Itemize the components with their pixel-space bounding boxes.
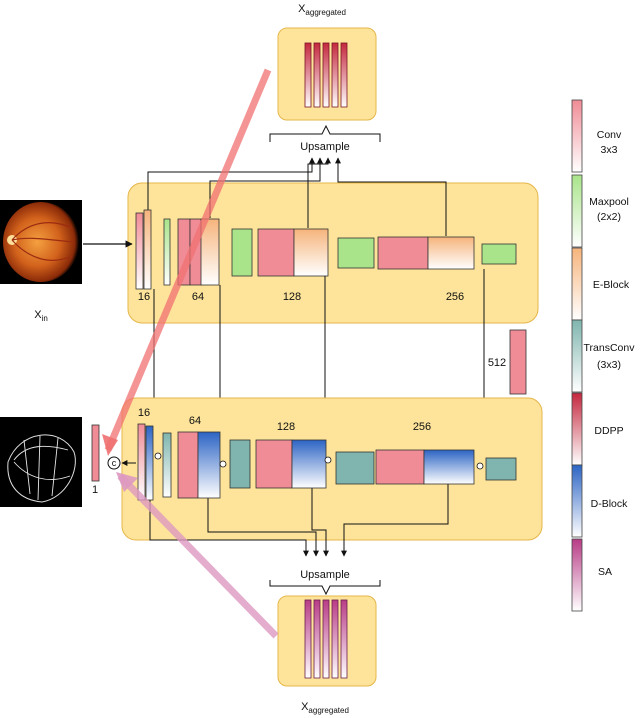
bottom-upsample-label: Upsample (300, 569, 350, 581)
legend-item-dblock: D-Block (571, 464, 629, 538)
concat-circle (107, 456, 121, 470)
encoder-eblock-16 (143, 209, 152, 290)
top-upsample-label: Upsample (300, 141, 350, 153)
legend-item-conv: Conv 3x3 (571, 99, 622, 173)
legend-label-sa: SA (598, 566, 612, 578)
encoder-channel-labels: 16 64 128 256 (138, 291, 464, 303)
top-aggregated-block: Xaggregated (277, 3, 377, 121)
legend-label-maxpool: Maxpool (589, 196, 629, 208)
legend-item-sa: SA (571, 538, 612, 612)
legend-sublabel-transconv: (3x3) (597, 359, 621, 371)
bottom-sa-stack (304, 599, 348, 679)
encoder-channel-16: 16 (138, 291, 150, 303)
decoder-dblock-16 (145, 425, 154, 501)
legend-swatch-conv (571, 99, 583, 173)
legend-item-ddpp: DDPP (571, 392, 624, 466)
decoder-conv-64 (177, 431, 199, 499)
encoder-channel-256: 256 (446, 291, 464, 303)
output-vessel-image (0, 417, 82, 507)
encoder-channel-128: 128 (283, 291, 301, 303)
decoder-dblock-128 (291, 439, 327, 489)
legend-swatch-transconv (571, 319, 583, 393)
legend-sublabel-conv: 3x3 (601, 144, 618, 156)
top-x-aggregated-label: Xaggregated (298, 3, 346, 17)
input-retina-image (0, 200, 82, 284)
aggregated-to-concat-arrows (102, 68, 279, 639)
decoder-conv-16a (137, 423, 146, 501)
decoder-transconv-1 (162, 432, 172, 498)
legend-label-transconv: TransConv (584, 342, 636, 354)
bottom-x-aggregated-label: Xaggregated (301, 701, 349, 715)
encoder-conv-256 (377, 236, 429, 270)
legend-swatch-dblock (571, 464, 583, 538)
concat-label: c (112, 458, 117, 468)
encoder-maxpool-4 (481, 243, 517, 265)
output-channel-label: 1 (92, 484, 98, 496)
legend-item-eblock: E-Block (571, 247, 630, 321)
bottom-aggregated-block: Xaggregated (277, 595, 377, 715)
decoder-transconv-3 (335, 451, 375, 485)
x-in-label: Xin (34, 309, 48, 323)
top-ddpp-stack (304, 42, 348, 108)
legend-sublabel-maxpool: (2x2) (597, 211, 621, 223)
decoder-conv-128 (255, 439, 293, 489)
decoder-dblock-64 (197, 431, 221, 499)
encoder-maxpool-1 (163, 218, 171, 286)
encoder-eblock-128 (293, 228, 329, 277)
encoder-conv-16a (135, 212, 144, 290)
legend-label-dblock: D-Block (591, 498, 629, 510)
legend-label-eblock: E-Block (593, 279, 630, 291)
bottom-upsample: Upsample (269, 569, 381, 596)
encoder-conv-128 (257, 228, 295, 277)
bottleneck-conv-512 (509, 329, 527, 395)
decoder-channel-64: 64 (189, 415, 201, 427)
decoder-transconv-4 (485, 457, 517, 481)
encoder-upsample-connectors (147, 157, 447, 236)
legend-item-transconv: TransConv (3x3) (571, 319, 636, 393)
legend-swatch-ddpp (571, 392, 583, 466)
decoder-blocks (137, 423, 517, 501)
legend-item-maxpool: Maxpool (2x2) (571, 174, 629, 248)
decoder-conv-256 (375, 449, 425, 485)
output-conv-1 (91, 424, 100, 482)
encoder-channel-64: 64 (192, 291, 204, 303)
decoder-panel (121, 397, 543, 541)
legend-swatch-sa (571, 538, 583, 612)
encoder-eblock-256 (427, 236, 475, 270)
decoder-channel-128: 128 (277, 421, 295, 433)
concat-markers (154, 452, 484, 470)
decoder-transconv-2 (229, 439, 251, 489)
legend-swatch-eblock (571, 247, 583, 321)
decoder-channel-16: 16 (138, 407, 150, 419)
encoder-maxpool-2 (231, 228, 253, 277)
legend: Conv 3x3 Maxpool (2x2) E-Block TransConv… (571, 99, 636, 612)
encoder-panel (127, 182, 539, 324)
decoder-channel-labels: 16 64 128 256 (138, 407, 431, 433)
legend-label-conv: Conv (597, 129, 622, 141)
encoder-maxpool-3 (337, 237, 375, 269)
legend-label-ddpp: DDPP (594, 425, 623, 437)
top-upsample: Upsample (269, 124, 381, 153)
bottleneck: 512 (488, 329, 527, 395)
legend-swatch-maxpool (571, 174, 583, 248)
decoder-dblock-256 (423, 449, 475, 485)
decoder-upsample-connectors (149, 484, 449, 557)
decoder-channel-256: 256 (413, 421, 431, 433)
encoder-eblock-64 (200, 218, 220, 286)
bottleneck-channel-label: 512 (488, 357, 506, 369)
encoder-blocks (135, 209, 517, 290)
